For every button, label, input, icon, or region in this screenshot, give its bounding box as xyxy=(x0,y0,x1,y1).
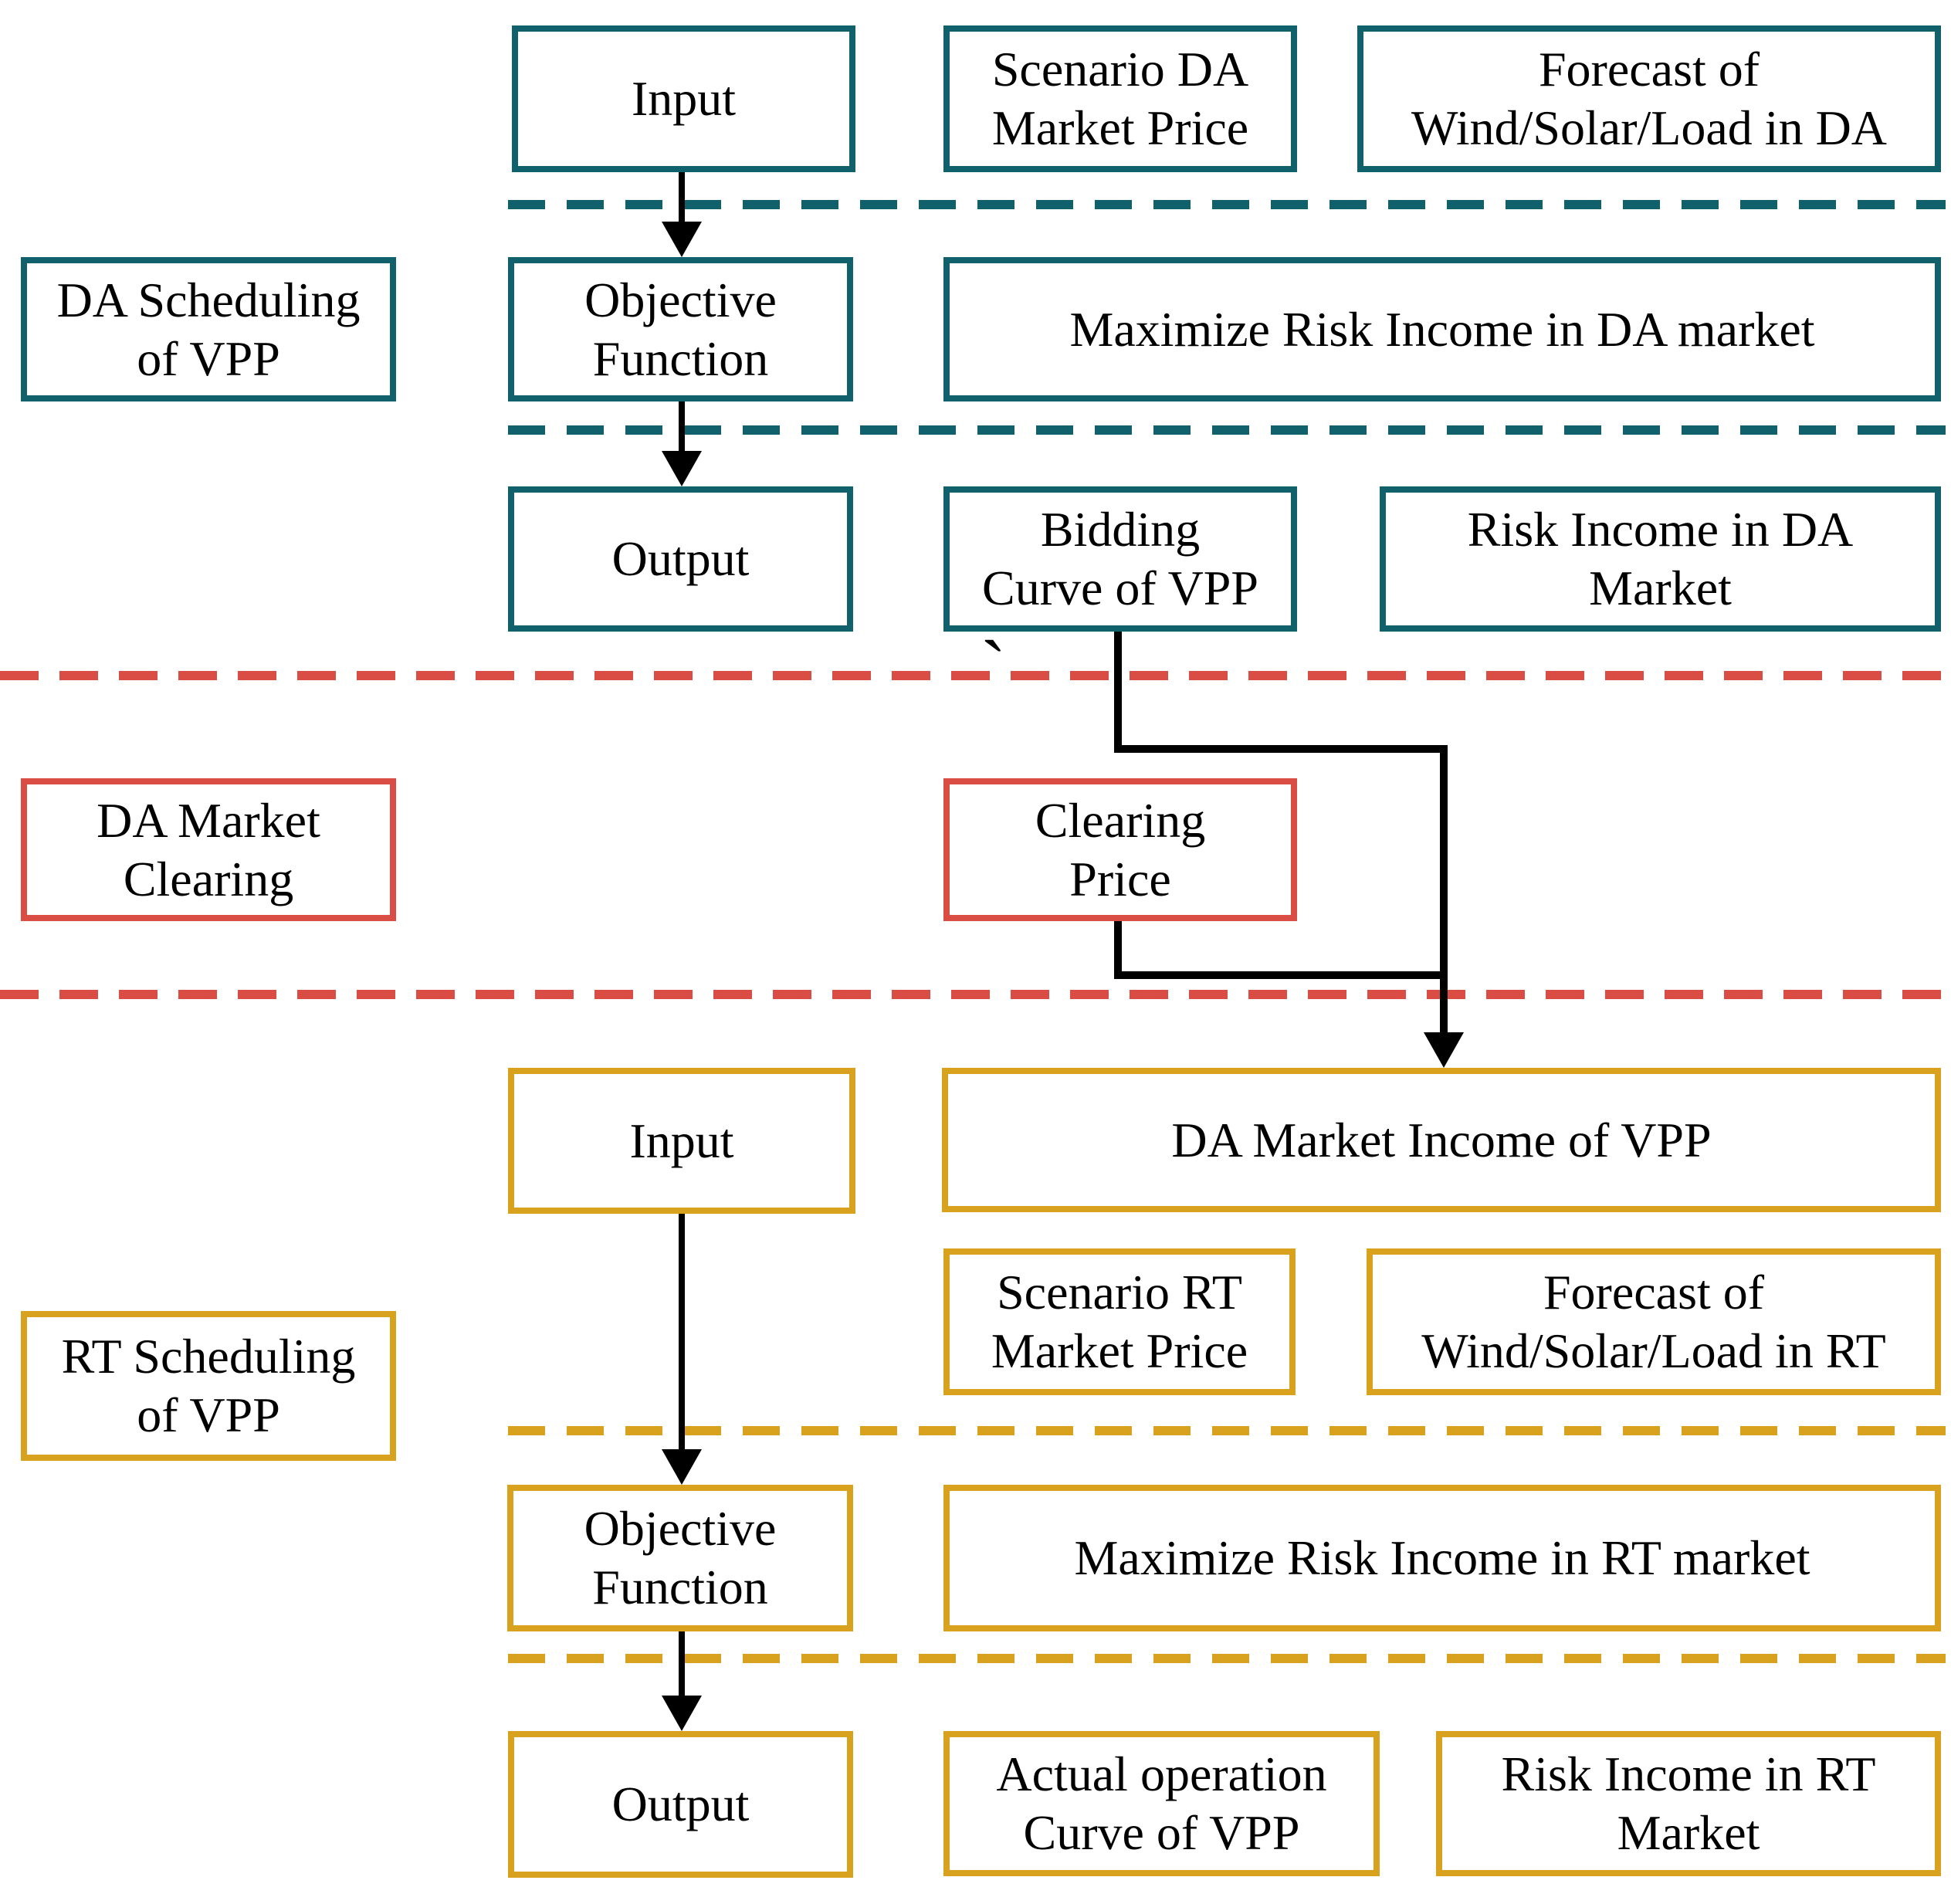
da-input-box: Input xyxy=(512,25,855,172)
rt-dashed-divider-1 xyxy=(508,1426,1946,1435)
rt-input-to-objective-arrow-shaft xyxy=(679,1214,685,1450)
da-bidding-curve-box: Bidding Curve of VPP xyxy=(943,486,1297,632)
market-clearing-dashed-divider-top xyxy=(0,671,1951,680)
connector-horizontal-upper xyxy=(1114,745,1448,753)
rt-forecast-box: Forecast of Wind/Solar/Load in RT xyxy=(1367,1248,1941,1395)
rt-risk-income-box: Risk Income in RT Market xyxy=(1436,1731,1941,1876)
arrow-down-icon xyxy=(662,222,702,257)
connector-vertical-main xyxy=(1440,745,1448,1035)
clearing-price-connector-stub xyxy=(1114,921,1122,979)
rt-output-box: Output xyxy=(508,1731,853,1878)
rt-maximize-risk-income-box: Maximize Risk Income in RT market xyxy=(943,1485,1941,1631)
da-objective-to-output-arrow-shaft xyxy=(679,401,685,452)
rt-objective-to-output-arrow-shaft xyxy=(679,1631,685,1696)
arrow-down-icon xyxy=(662,1696,702,1731)
connector-horizontal-lower xyxy=(1114,971,1448,979)
stray-grave-mark: ` xyxy=(981,625,1007,710)
da-objective-function-box: Objective Function xyxy=(508,257,853,401)
da-risk-income-box: Risk Income in DA Market xyxy=(1380,486,1941,632)
da-output-box: Output xyxy=(508,486,853,632)
arrow-down-icon xyxy=(1424,1032,1464,1068)
rt-objective-function-box: Objective Function xyxy=(507,1485,853,1631)
da-dashed-divider-2 xyxy=(508,425,1946,435)
da-market-clearing-side-label: DA Market Clearing xyxy=(21,778,396,921)
da-forecast-box: Forecast of Wind/Solar/Load in DA xyxy=(1357,25,1941,172)
da-dashed-divider-1 xyxy=(508,200,1946,209)
da-input-to-objective-arrow-shaft xyxy=(679,172,685,223)
rt-scenario-price-box: Scenario RT Market Price xyxy=(943,1248,1296,1395)
rt-input-box: Input xyxy=(508,1068,855,1214)
rt-da-market-income-box: DA Market Income of VPP xyxy=(942,1068,1941,1212)
arrow-down-icon xyxy=(662,451,702,486)
arrow-down-icon xyxy=(662,1449,702,1485)
da-maximize-risk-income-box: Maximize Risk Income in DA market xyxy=(943,257,1941,401)
da-scheduling-side-label: DA Scheduling of VPP xyxy=(21,257,396,401)
bidding-curve-connector-stub xyxy=(1114,632,1122,753)
da-scenario-price-box: Scenario DA Market Price xyxy=(943,25,1297,172)
rt-dashed-divider-2 xyxy=(508,1654,1946,1663)
clearing-price-box: Clearing Price xyxy=(943,778,1297,921)
rt-scheduling-side-label: RT Scheduling of VPP xyxy=(21,1311,396,1461)
market-clearing-dashed-divider-bottom xyxy=(0,990,1951,999)
rt-actual-operation-box: Actual operation Curve of VPP xyxy=(943,1731,1380,1876)
